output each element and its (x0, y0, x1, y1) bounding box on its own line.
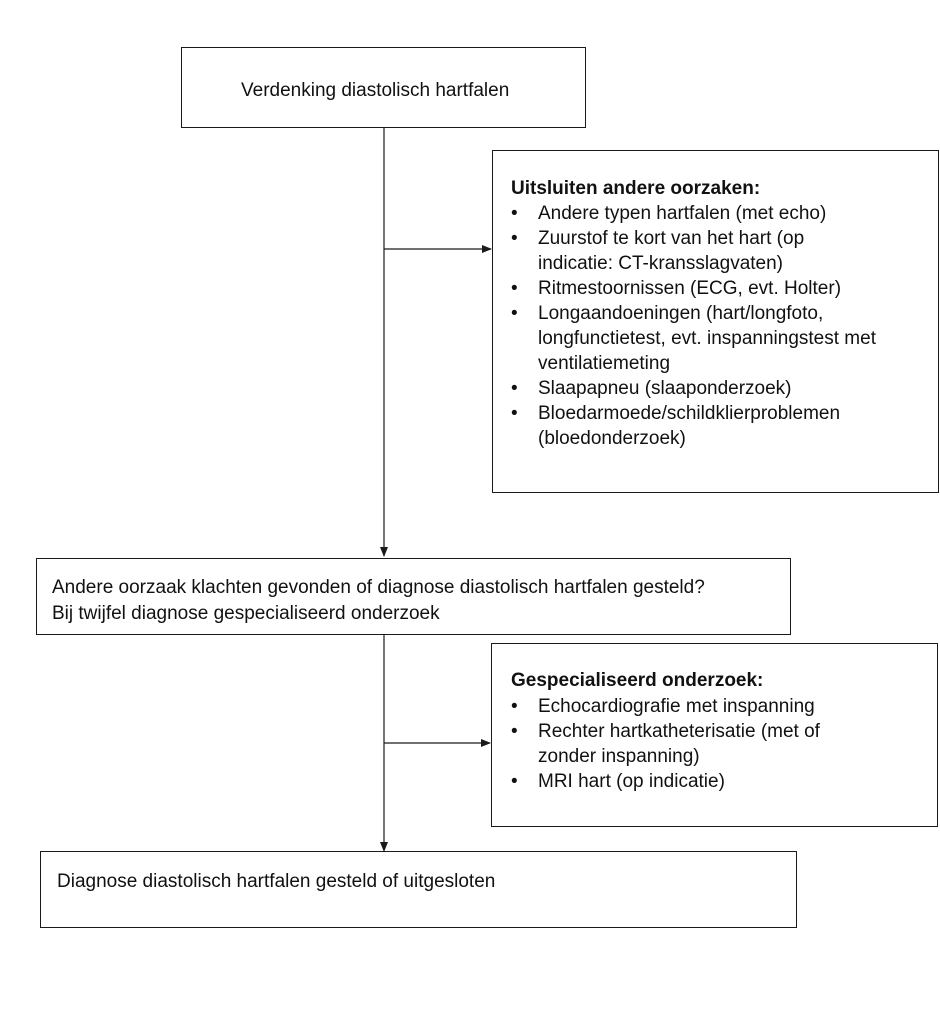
exclude-item: •Andere typen hartfalen (met echo) (511, 203, 827, 224)
suspicion-box: Verdenking diastolisch hartfalen (181, 47, 586, 128)
decision-box: Andere oorzaak klachten gevonden of diag… (36, 558, 791, 635)
exclude-item: •Bloedarmoede/schildklierproblemen(bloed… (511, 403, 841, 449)
exclude-item: •Longaandoeningen (hart/longfoto,longfun… (511, 303, 876, 374)
specialized-item: •MRI hart (op indicatie) (511, 771, 725, 792)
bullet-icon: • (511, 278, 518, 299)
bullet-icon: • (511, 228, 518, 249)
exclude-item: •Slaapapneu (slaaponderzoek) (511, 378, 792, 399)
decision-line-1: Andere oorzaak klachten gevonden of diag… (52, 577, 705, 598)
suspicion-text: Verdenking diastolisch hartfalen (241, 80, 510, 101)
outcome-box: Diagnose diastolisch hartfalen gesteld o… (40, 851, 797, 928)
bullet-icon: • (511, 203, 518, 224)
exclude-causes-list: •Andere typen hartfalen (met echo) •Zuur… (509, 201, 876, 451)
specialized-exam-list: •Echocardiografie met inspanning •Rechte… (509, 694, 820, 794)
bullet-icon: • (511, 721, 518, 742)
specialized-exam-heading: Gespecialiseerd onderzoek: (511, 670, 764, 691)
bullet-icon: • (511, 771, 518, 792)
exclude-causes-heading: Uitsluiten andere oorzaken: (511, 178, 761, 199)
bullet-icon: • (511, 303, 518, 324)
bullet-icon: • (511, 403, 518, 424)
specialized-exam-box: Gespecialiseerd onderzoek: •Echocardiogr… (491, 643, 938, 827)
outcome-text: Diagnose diastolisch hartfalen gesteld o… (57, 871, 496, 892)
specialized-item: •Echocardiografie met inspanning (511, 696, 815, 717)
exclude-item: •Ritmestoornissen (ECG, evt. Holter) (511, 278, 842, 299)
decision-line-2: Bij twijfel diagnose gespecialiseerd ond… (52, 603, 440, 624)
exclude-causes-box: Uitsluiten andere oorzaken: •Andere type… (492, 150, 939, 493)
bullet-icon: • (511, 696, 518, 717)
bullet-icon: • (511, 378, 518, 399)
